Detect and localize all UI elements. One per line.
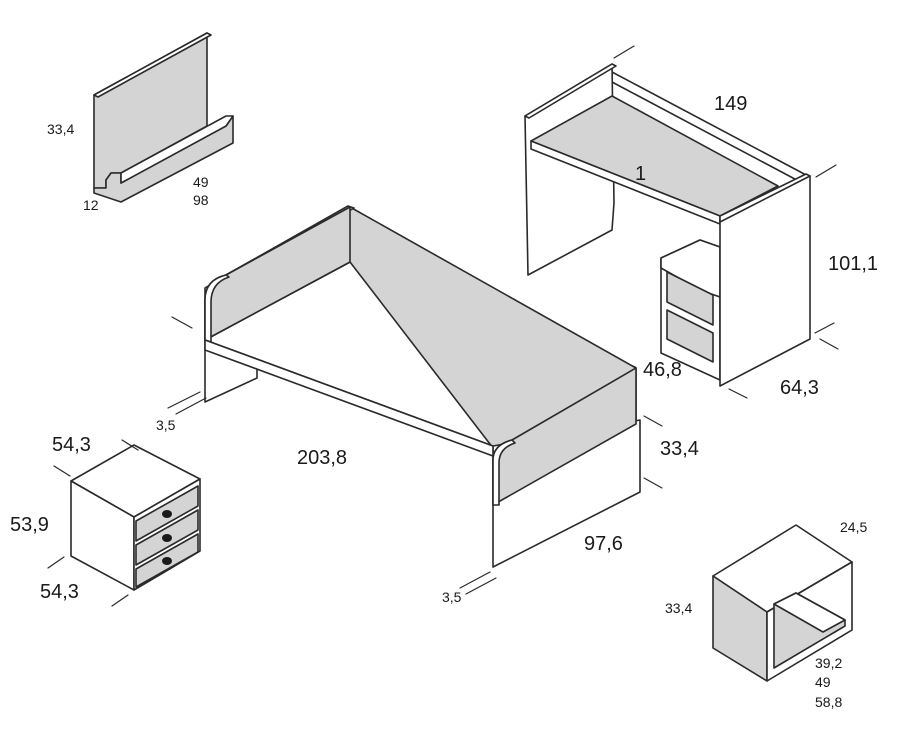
bed-inset-left-tick-b [175, 397, 207, 415]
desk-cabinet-open-upper [666, 271, 714, 326]
bed-base-tick [643, 477, 663, 489]
cube-inner-back [773, 592, 846, 633]
desk-depth-tick-start [728, 388, 748, 399]
drawer-1-knob-icon [162, 510, 172, 518]
drawer-depth-label: 54,3 [40, 581, 79, 603]
bed-inset-right-label: 3,5 [442, 589, 462, 605]
drawer-depth-tick-b [111, 594, 129, 607]
desk-width-tick-start [613, 45, 635, 59]
desk-right-panel-edge [719, 173, 811, 223]
open-cube [712, 524, 853, 682]
cube-width-c-label: 58,8 [815, 694, 842, 710]
shelf-width-a-label: 49 [193, 174, 209, 190]
bed-head-tick [643, 415, 663, 427]
bed-base-height-label: 33,4 [660, 438, 699, 460]
drawer-height-label: 53,9 [10, 514, 49, 536]
desk-depth-tick-end [819, 338, 839, 350]
bed-left-end-edge [204, 274, 230, 343]
drawer-width-tick-b [121, 439, 139, 451]
shelf-depth-label: 12 [83, 197, 99, 213]
drawer-width-label: 54,3 [52, 434, 91, 456]
drawer-3-knob-icon [162, 557, 172, 565]
desk-left-panel-edge [524, 63, 617, 119]
cube-width-b-label: 49 [815, 674, 831, 690]
desk-depth-label: 64,3 [780, 377, 819, 399]
bed-inset-right-tick-a [459, 571, 491, 589]
desk-top-thickness-label: 1 [635, 163, 646, 185]
shelf-base-lip [120, 115, 234, 184]
cube-height-label: 33,4 [665, 600, 692, 616]
shelf-height-label: 33,4 [47, 121, 74, 137]
desk-height-label: 101,1 [828, 253, 878, 275]
cube-depth-label: 24,5 [840, 519, 867, 535]
bed-inset-right-tick-b [465, 577, 497, 595]
bed-width-label: 97,6 [584, 533, 623, 555]
shelf-back-edge [93, 32, 212, 98]
bed-length-label: 203,8 [297, 447, 347, 469]
bed-right-end-edge [492, 439, 516, 506]
drawer-unit [47, 439, 201, 607]
desk-height-tick [814, 322, 835, 334]
bed-head-height-label: 46,8 [643, 359, 682, 381]
bed-inset-left-label: 3,5 [156, 417, 176, 433]
desk-width-tick-end [815, 164, 837, 178]
bed-length-tick [171, 316, 193, 329]
cube-width-a-label: 39,2 [815, 655, 842, 671]
drawer-depth-tick-a [47, 556, 65, 569]
wall-shelf [93, 32, 234, 203]
desk-cabinet-open-lower [666, 309, 714, 363]
desk [524, 45, 839, 399]
bed-inset-left-tick-a [167, 391, 201, 409]
drawer-2-knob-icon [162, 534, 172, 542]
bed [167, 205, 663, 595]
desk-width-label: 149 [714, 93, 747, 115]
shelf-width-b-label: 98 [193, 192, 209, 208]
drawer-width-tick-a [53, 465, 71, 477]
